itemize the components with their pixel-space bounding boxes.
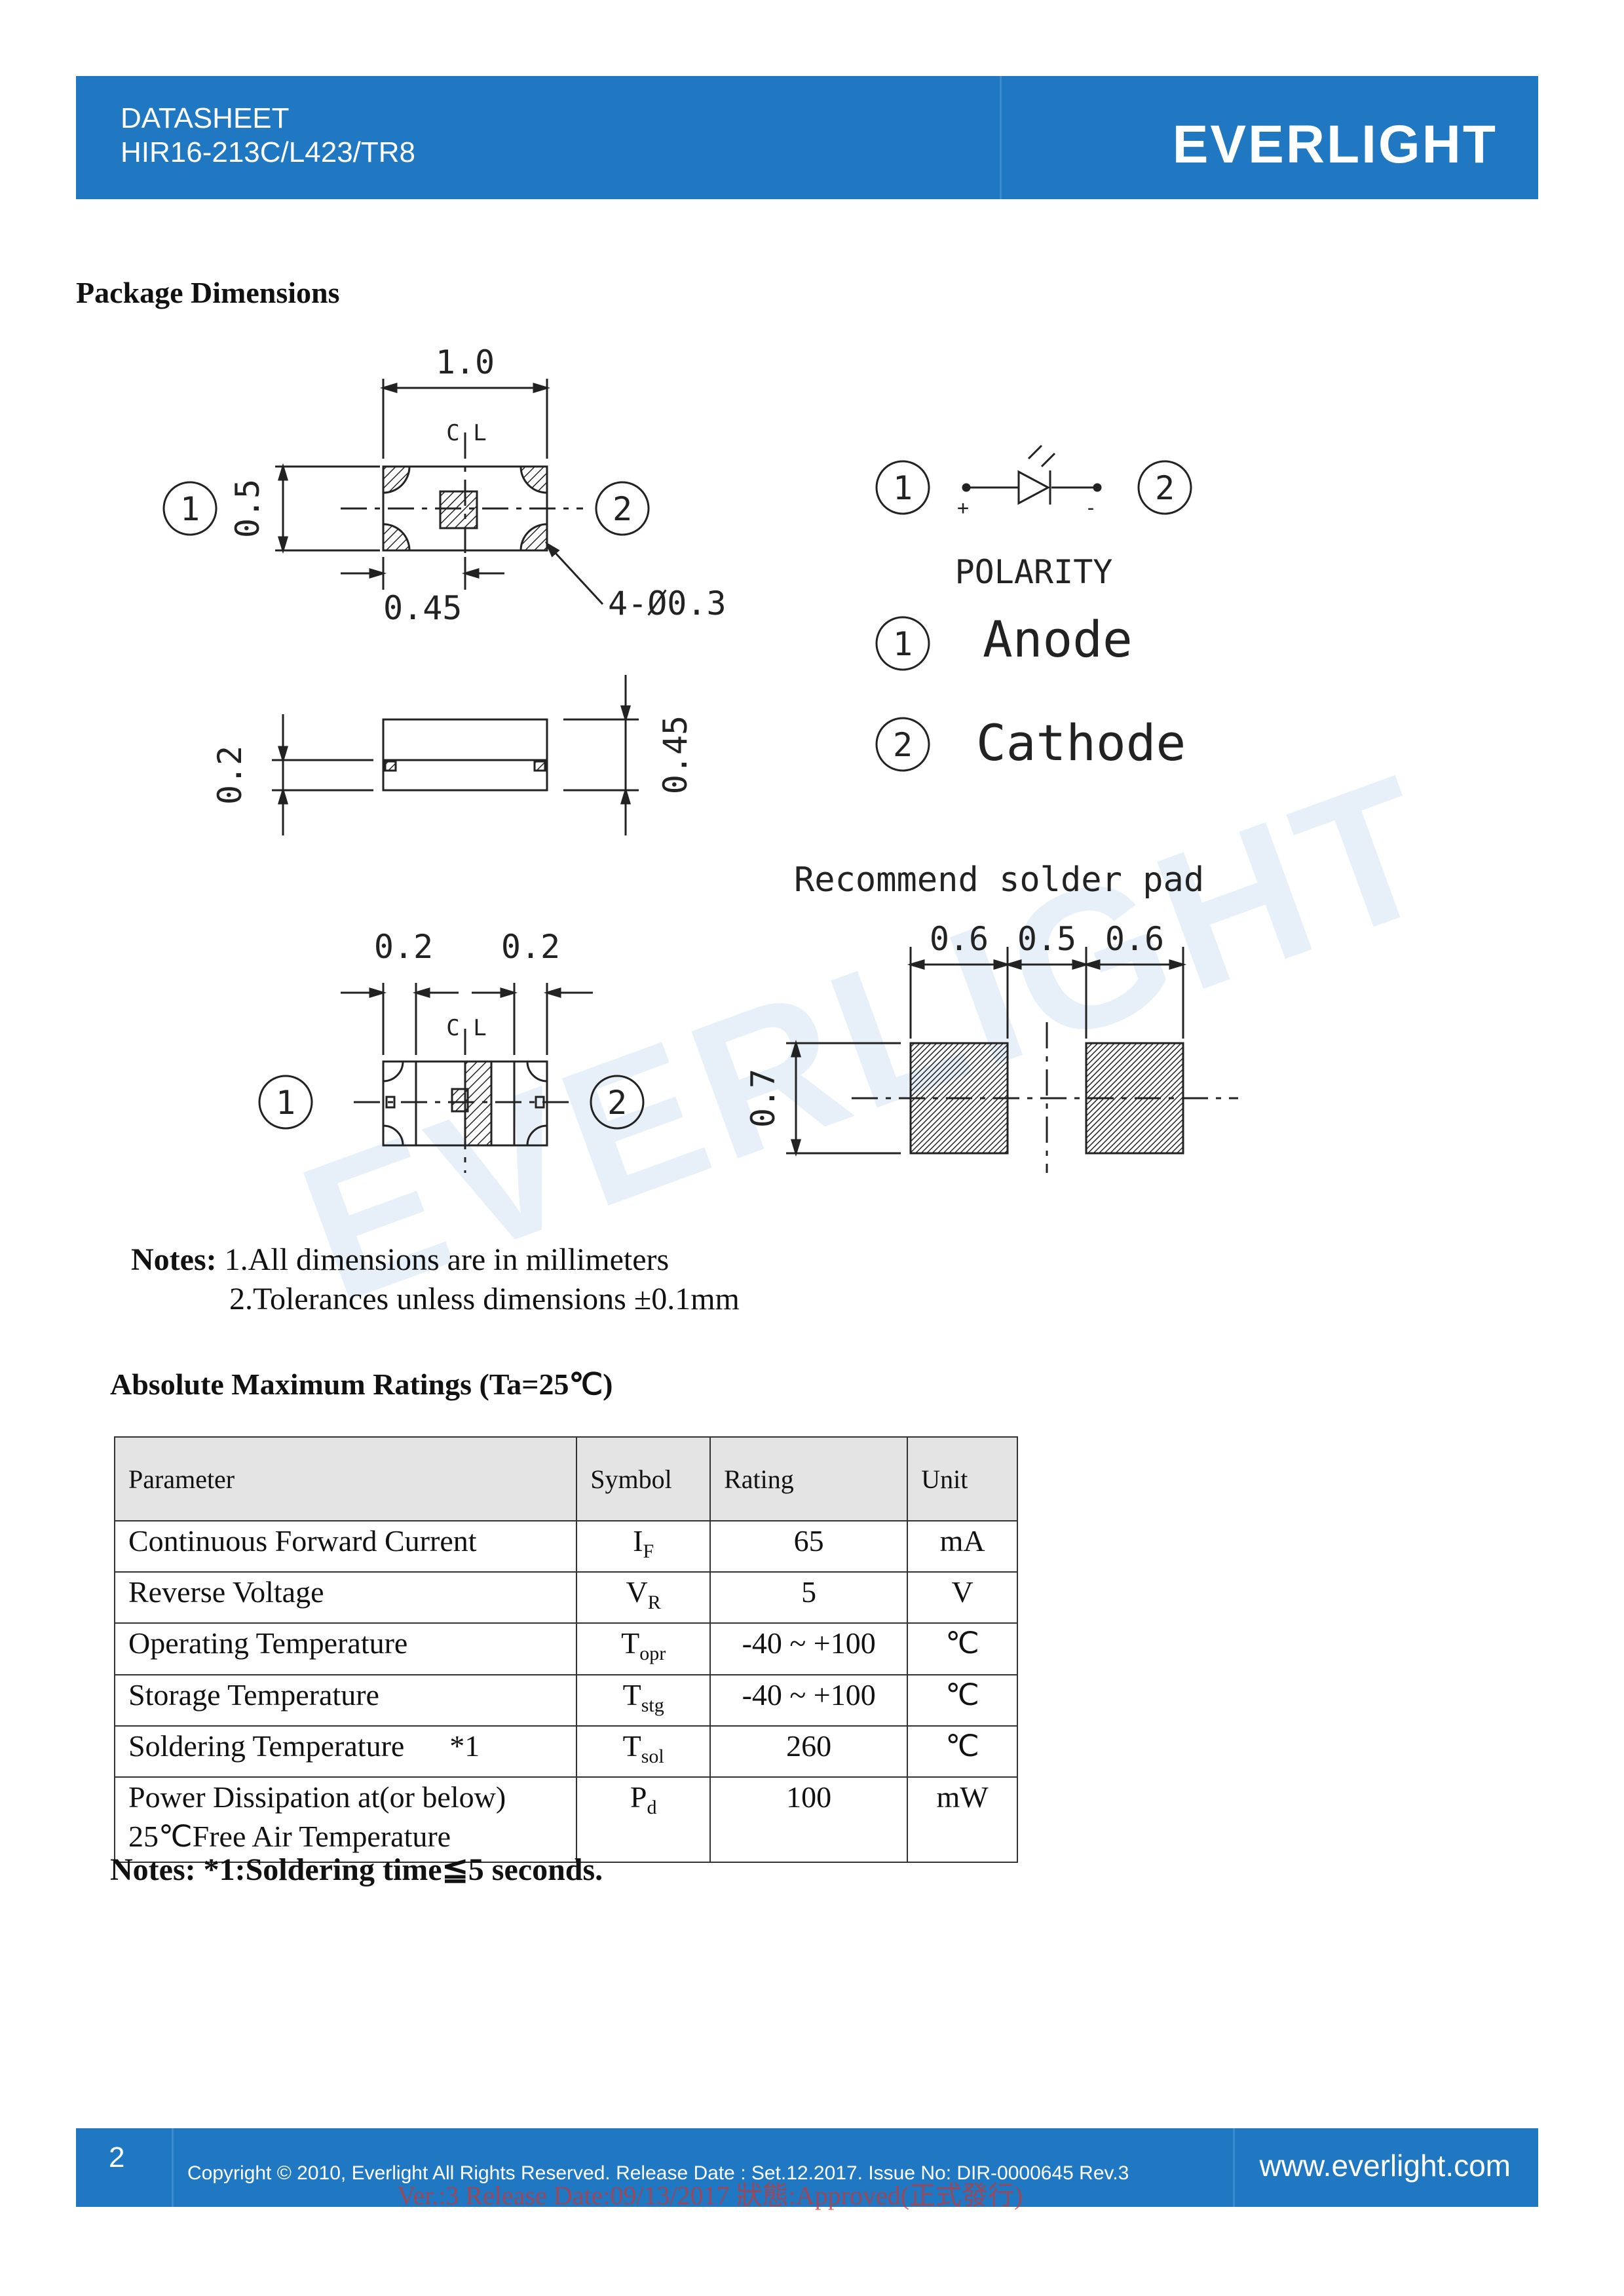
cell-symbol: Pd — [576, 1776, 711, 1863]
dim-side-thickness: 0.2 — [211, 746, 249, 805]
cell-unit: ℃ — [907, 1622, 1018, 1675]
pin1-label-top: 1 — [180, 490, 200, 528]
cell-rating: 65 — [709, 1520, 909, 1573]
pin1-label-bottom: 1 — [276, 1084, 295, 1122]
polarity-minus: - — [1085, 497, 1097, 520]
page-number: 2 — [109, 2141, 125, 2173]
table-row: Operating Temperature Topr -40 ~ +100 ℃ — [113, 1622, 1018, 1675]
cell-symbol: Tstg — [576, 1674, 711, 1727]
cell-rating: 260 — [709, 1725, 909, 1778]
brand-logo: EVERLIGHT — [1172, 115, 1498, 174]
cell-symbol: VR — [576, 1571, 711, 1624]
col-symbol: Symbol — [576, 1436, 711, 1521]
col-parameter: Parameter — [113, 1436, 578, 1521]
pin2-label-polarity: 2 — [1155, 469, 1175, 507]
cell-rating: -40 ~ +100 — [709, 1674, 909, 1727]
package-title: Package Dimensions — [76, 276, 340, 309]
release-stamp: Ver.:3 Release Date:09/13/2017 狀態:Approv… — [397, 2181, 1023, 2210]
side-view-body — [382, 718, 548, 792]
footer-divider — [1233, 2128, 1235, 2207]
pad-dim-b: 0.6 — [1105, 920, 1164, 958]
cell-parameter: Power Dissipation at(or below) 25℃Free A… — [113, 1776, 578, 1863]
cell-symbol: Topr — [576, 1622, 711, 1675]
header-bar: DATASHEET HIR16-213C/L423/TR8 EVERLIGHT — [76, 76, 1538, 199]
note-line1: 1.All dimensions are in millimeters — [224, 1242, 670, 1277]
anode-pin-number: 1 — [893, 625, 913, 663]
ratings-table: Parameter Symbol Rating Unit Continuous … — [113, 1436, 1018, 1863]
dim-holes: 4-Ø0.3 — [608, 584, 727, 622]
pin2-label-top: 2 — [613, 490, 632, 528]
website-link[interactable]: www.everlight.com — [1259, 2149, 1511, 2183]
pad-dim-a: 0.6 — [930, 920, 989, 958]
package-drawing: 1.0 0.5 0.45 4-Ø0.3 C L 1 2 0.2 0.45 0.2… — [162, 343, 1238, 1173]
table-row: Continuous Forward Current IF 65 mA — [113, 1520, 1018, 1573]
soldering-note: Notes: *1:Soldering time≦5 seconds. — [110, 1852, 603, 1887]
cell-rating: 5 — [709, 1571, 909, 1624]
cell-parameter: Operating Temperature — [113, 1622, 578, 1675]
centerline-mark: C L — [446, 420, 486, 446]
dim-top-pitch: 0.45 — [383, 589, 462, 627]
table-header-row: Parameter Symbol Rating Unit — [113, 1436, 1018, 1521]
cell-unit: mW — [907, 1776, 1018, 1863]
pin2-label-bottom: 2 — [607, 1084, 627, 1122]
table-row: Storage Temperature Tstg -40 ~ +100 ℃ — [113, 1674, 1018, 1727]
cell-unit: mA — [907, 1520, 1018, 1573]
pin1-label-polarity: 1 — [893, 469, 913, 507]
polarity-plus: + — [957, 497, 969, 520]
col-unit: Unit — [907, 1436, 1018, 1521]
table-row: Reverse Voltage VR 5 V — [113, 1571, 1018, 1624]
cathode-pin-number: 2 — [893, 726, 913, 764]
cell-parameter: Reverse Voltage — [113, 1571, 578, 1624]
solder-pad-title: Recommend solder pad — [794, 860, 1204, 900]
copyright-text: Copyright © 2010, Everlight All Rights R… — [187, 2162, 1129, 2184]
cell-parameter: Continuous Forward Current — [113, 1520, 578, 1573]
table-row: Soldering Temperature *1 Tsol 260 ℃ — [113, 1725, 1018, 1778]
ratings-title: Absolute Maximum Ratings (Ta=25℃) — [110, 1368, 613, 1401]
cell-rating: 100 — [709, 1776, 909, 1863]
cathode-label: Cathode — [976, 714, 1186, 772]
cell-parameter: Soldering Temperature *1 — [113, 1725, 578, 1778]
doc-type: DATASHEET — [121, 102, 290, 134]
pad-dim-gap: 0.5 — [1017, 920, 1076, 958]
dim-bottom-left: 0.2 — [374, 928, 433, 966]
cell-unit: V — [907, 1571, 1018, 1624]
anode-label: Anode — [983, 610, 1133, 668]
dim-bottom-right: 0.2 — [501, 928, 560, 966]
header-divider — [1000, 76, 1002, 199]
polarity-title: POLARITY — [955, 553, 1113, 591]
cell-symbol: IF — [576, 1520, 711, 1573]
notes-label: Notes: — [131, 1242, 217, 1277]
cell-unit: ℃ — [907, 1674, 1018, 1727]
pad-dim-height: 0.7 — [744, 1069, 782, 1128]
centerline-mark-bottom: C L — [446, 1015, 486, 1041]
dim-top-width: 1.0 — [436, 343, 495, 381]
cell-unit: ℃ — [907, 1725, 1018, 1778]
footer-divider — [172, 2128, 174, 2207]
note-line2: 2.Tolerances unless dimensions ±0.1mm — [229, 1282, 740, 1316]
cell-parameter: Storage Temperature — [113, 1674, 578, 1727]
top-view-chip — [439, 490, 478, 529]
dimension-notes: Notes: 1.All dimensions are in millimete… — [131, 1240, 740, 1319]
table-row: Power Dissipation at(or below) 25℃Free A… — [113, 1776, 1018, 1863]
col-rating: Rating — [709, 1436, 909, 1521]
cell-rating: -40 ~ +100 — [709, 1622, 909, 1675]
part-number: HIR16-213C/L423/TR8 — [121, 136, 416, 168]
dim-top-height: 0.5 — [229, 479, 267, 538]
dim-side-height: 0.45 — [656, 716, 694, 794]
cell-symbol: Tsol — [576, 1725, 711, 1778]
footer-bar: 2 Copyright © 2010, Everlight All Rights… — [76, 2128, 1538, 2210]
